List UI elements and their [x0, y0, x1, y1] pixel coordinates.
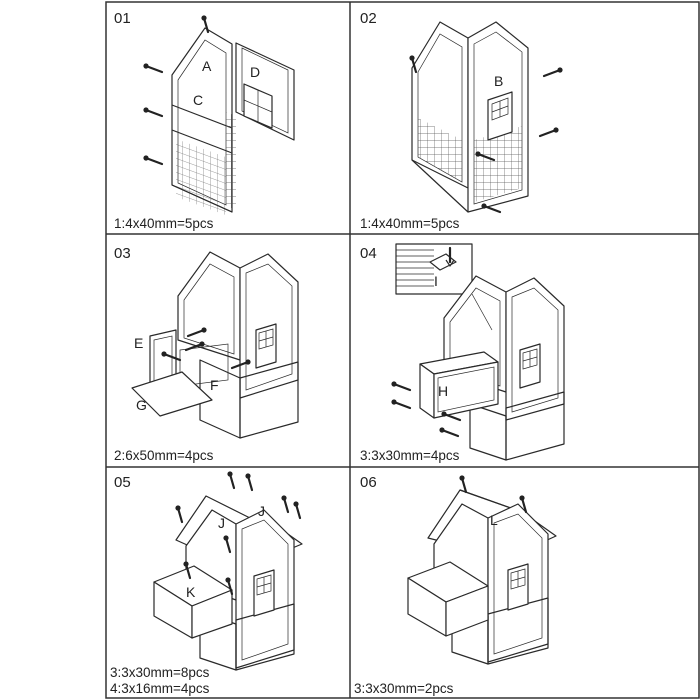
part-label-g: G — [136, 397, 147, 413]
part-label-c: C — [193, 92, 203, 108]
screw-icon — [390, 398, 412, 410]
roof-detail-inset — [395, 243, 473, 295]
house-side-panels — [171, 27, 295, 216]
step-number: 05 — [114, 474, 131, 491]
screw-icon — [280, 494, 290, 514]
hardware-spec: 3:3x30mm=2pcs — [354, 681, 454, 696]
part-label-b: B — [494, 73, 503, 89]
step-number: 02 — [360, 10, 377, 27]
part-label-j: J — [218, 515, 225, 531]
house-frame — [411, 21, 529, 213]
panel-grid — [105, 1, 700, 699]
step-number: 01 — [114, 10, 131, 27]
step-panel-04: 04 — [360, 243, 565, 463]
step-panel-05: 05 — [110, 470, 303, 696]
screw-icon — [542, 66, 564, 78]
hardware-spec: 2:6x50mm=4pcs — [114, 448, 214, 463]
screw-icon — [174, 504, 184, 524]
hardware-spec: 3:3x30mm=4pcs — [360, 448, 460, 463]
house-body — [419, 275, 565, 461]
screw-icon — [438, 426, 460, 438]
part-label-h: H — [438, 383, 448, 399]
screw-icon — [142, 106, 164, 118]
screw-icon — [390, 380, 412, 392]
hardware-spec: 1:4x40mm=5pcs — [114, 216, 214, 231]
hardware-spec: 3:3x30mm=8pcs — [110, 665, 210, 680]
step-panel-03: 03 E F G 2 — [114, 245, 299, 463]
step-panel-02: 02 B 1:4x40mm=5pcs — [360, 10, 564, 231]
step-number: 03 — [114, 245, 131, 262]
house-body — [131, 251, 299, 439]
step-panel-06: 06 L 3:3x30mm=2pcs — [354, 474, 557, 696]
house-assembly — [153, 495, 303, 671]
part-label-f: F — [210, 377, 219, 393]
part-label-e: E — [134, 335, 143, 351]
part-label-l: L — [490, 512, 498, 528]
part-label-i: I — [434, 273, 438, 289]
part-label-d: D — [250, 64, 260, 80]
step-number: 06 — [360, 474, 377, 491]
step-panel-01: 01 A C D 1:4x40mm=5pcs — [114, 10, 295, 231]
screw-icon — [292, 500, 302, 520]
screw-icon — [226, 470, 236, 490]
house-complete — [407, 489, 557, 665]
screw-icon — [142, 154, 164, 166]
part-label-k: K — [186, 584, 196, 600]
part-label-j-right: J — [258, 503, 265, 519]
sheet-border — [105, 1, 700, 699]
screw-icon — [244, 472, 254, 492]
screw-icon — [142, 62, 164, 74]
step-number: 04 — [360, 245, 377, 262]
screw-icon — [538, 126, 560, 138]
part-label-a: A — [202, 58, 212, 74]
hardware-spec: 1:4x40mm=5pcs — [360, 216, 460, 231]
hardware-spec-2: 4:3x16mm=4pcs — [110, 681, 210, 696]
